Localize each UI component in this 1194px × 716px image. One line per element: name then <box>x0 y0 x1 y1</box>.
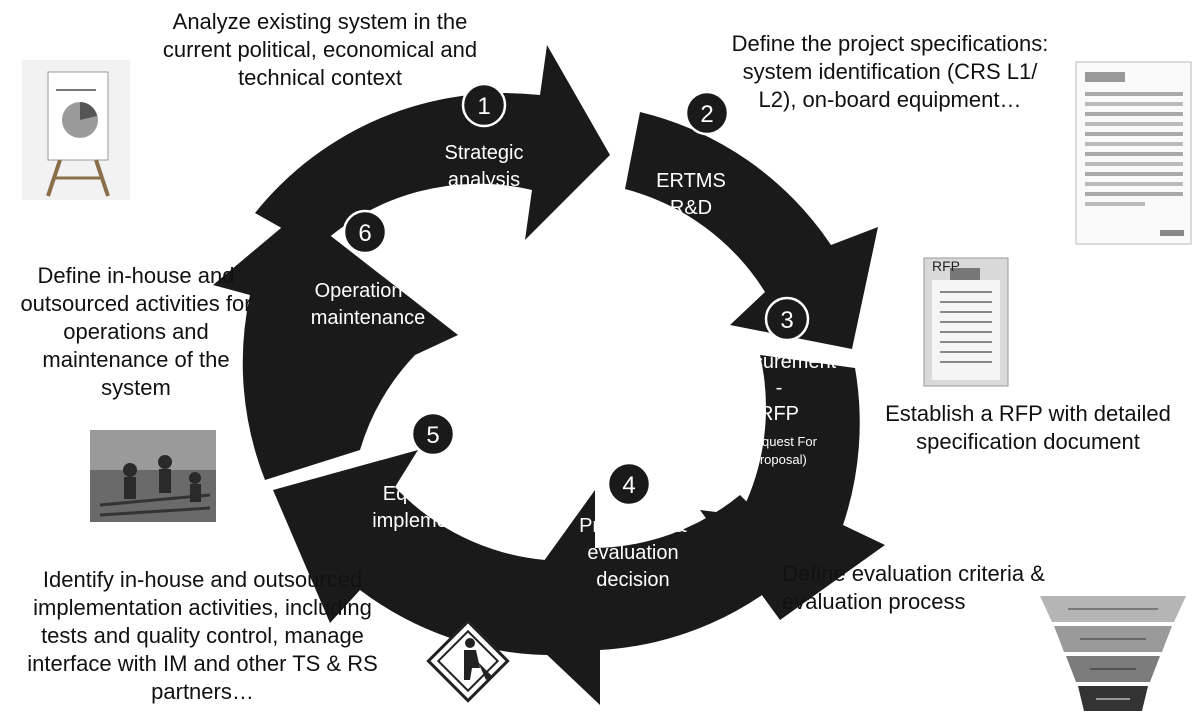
step-3-sublabel-line-2: Proposal) <box>751 452 807 467</box>
construction-sign-icon <box>426 619 510 703</box>
step-1-label-line-2: analysis <box>448 169 520 191</box>
step-1-description: Analyze existing system in the current p… <box>162 9 478 90</box>
svg-text:6: 6 <box>358 220 371 247</box>
step-2-number: 2 <box>684 90 730 136</box>
step-1-label-line-1: Strategic <box>445 142 524 164</box>
specification-document-image <box>1075 61 1192 245</box>
step-3-label-line-2: - <box>776 377 783 399</box>
step-2-description: Define the project specifications: syste… <box>731 31 1049 112</box>
step-6-number: 6 <box>342 209 388 255</box>
step-4-number: 4 <box>606 461 652 507</box>
step-2-label-line-1: ERTMS <box>656 170 726 192</box>
step-4-arrow <box>505 490 805 705</box>
step-5-description: Identify in-house and outsourced impleme… <box>27 567 378 704</box>
step-5-label-line-2: implementation <box>372 510 508 532</box>
svg-text:1: 1 <box>477 93 490 120</box>
svg-text:5: 5 <box>426 422 439 449</box>
step-1-arrow <box>255 45 610 248</box>
step-3-description: Establish a RFP with detailed specificat… <box>885 401 1171 454</box>
svg-text:2: 2 <box>700 101 713 128</box>
step-3-label-line-1: Procurement <box>722 351 837 373</box>
step-4-description: Define evaluation criteria & evaluation … <box>782 561 1045 614</box>
step-6-label-line-1: Operation & <box>315 280 422 302</box>
svg-text:3: 3 <box>780 307 793 334</box>
step-1-number: 1 <box>461 82 507 128</box>
step-5-label-line-1: Equipment & <box>383 483 498 505</box>
svg-text:4: 4 <box>622 472 635 499</box>
step-2-label-line-2: R&D <box>670 197 712 219</box>
step-2-arrow <box>625 112 878 349</box>
step-5-arrow <box>273 450 560 656</box>
evaluation-funnel-image <box>1040 596 1186 711</box>
step-5-number: 5 <box>410 411 456 457</box>
presentation-easel-image <box>22 60 130 200</box>
step-3-label-line-3: RFP <box>759 403 799 425</box>
workers-photo <box>90 430 216 522</box>
step-6-label-line-2: maintenance <box>311 307 426 329</box>
step-3-number: 3 <box>764 296 810 342</box>
rfp-clipboard-image: RFP <box>923 257 1009 387</box>
svg-text:RFP: RFP <box>932 258 960 274</box>
step-4-label-line-1: Proposals & <box>579 515 687 537</box>
step-6-arrow <box>213 212 458 480</box>
step-6-description: Define in-house and outsourced activitie… <box>20 263 252 400</box>
step-4-label-line-2: evaluation <box>587 542 678 564</box>
step-3-sublabel-line-1: (Request For <box>741 434 818 449</box>
step-4-label-line-3: decision <box>596 569 669 591</box>
